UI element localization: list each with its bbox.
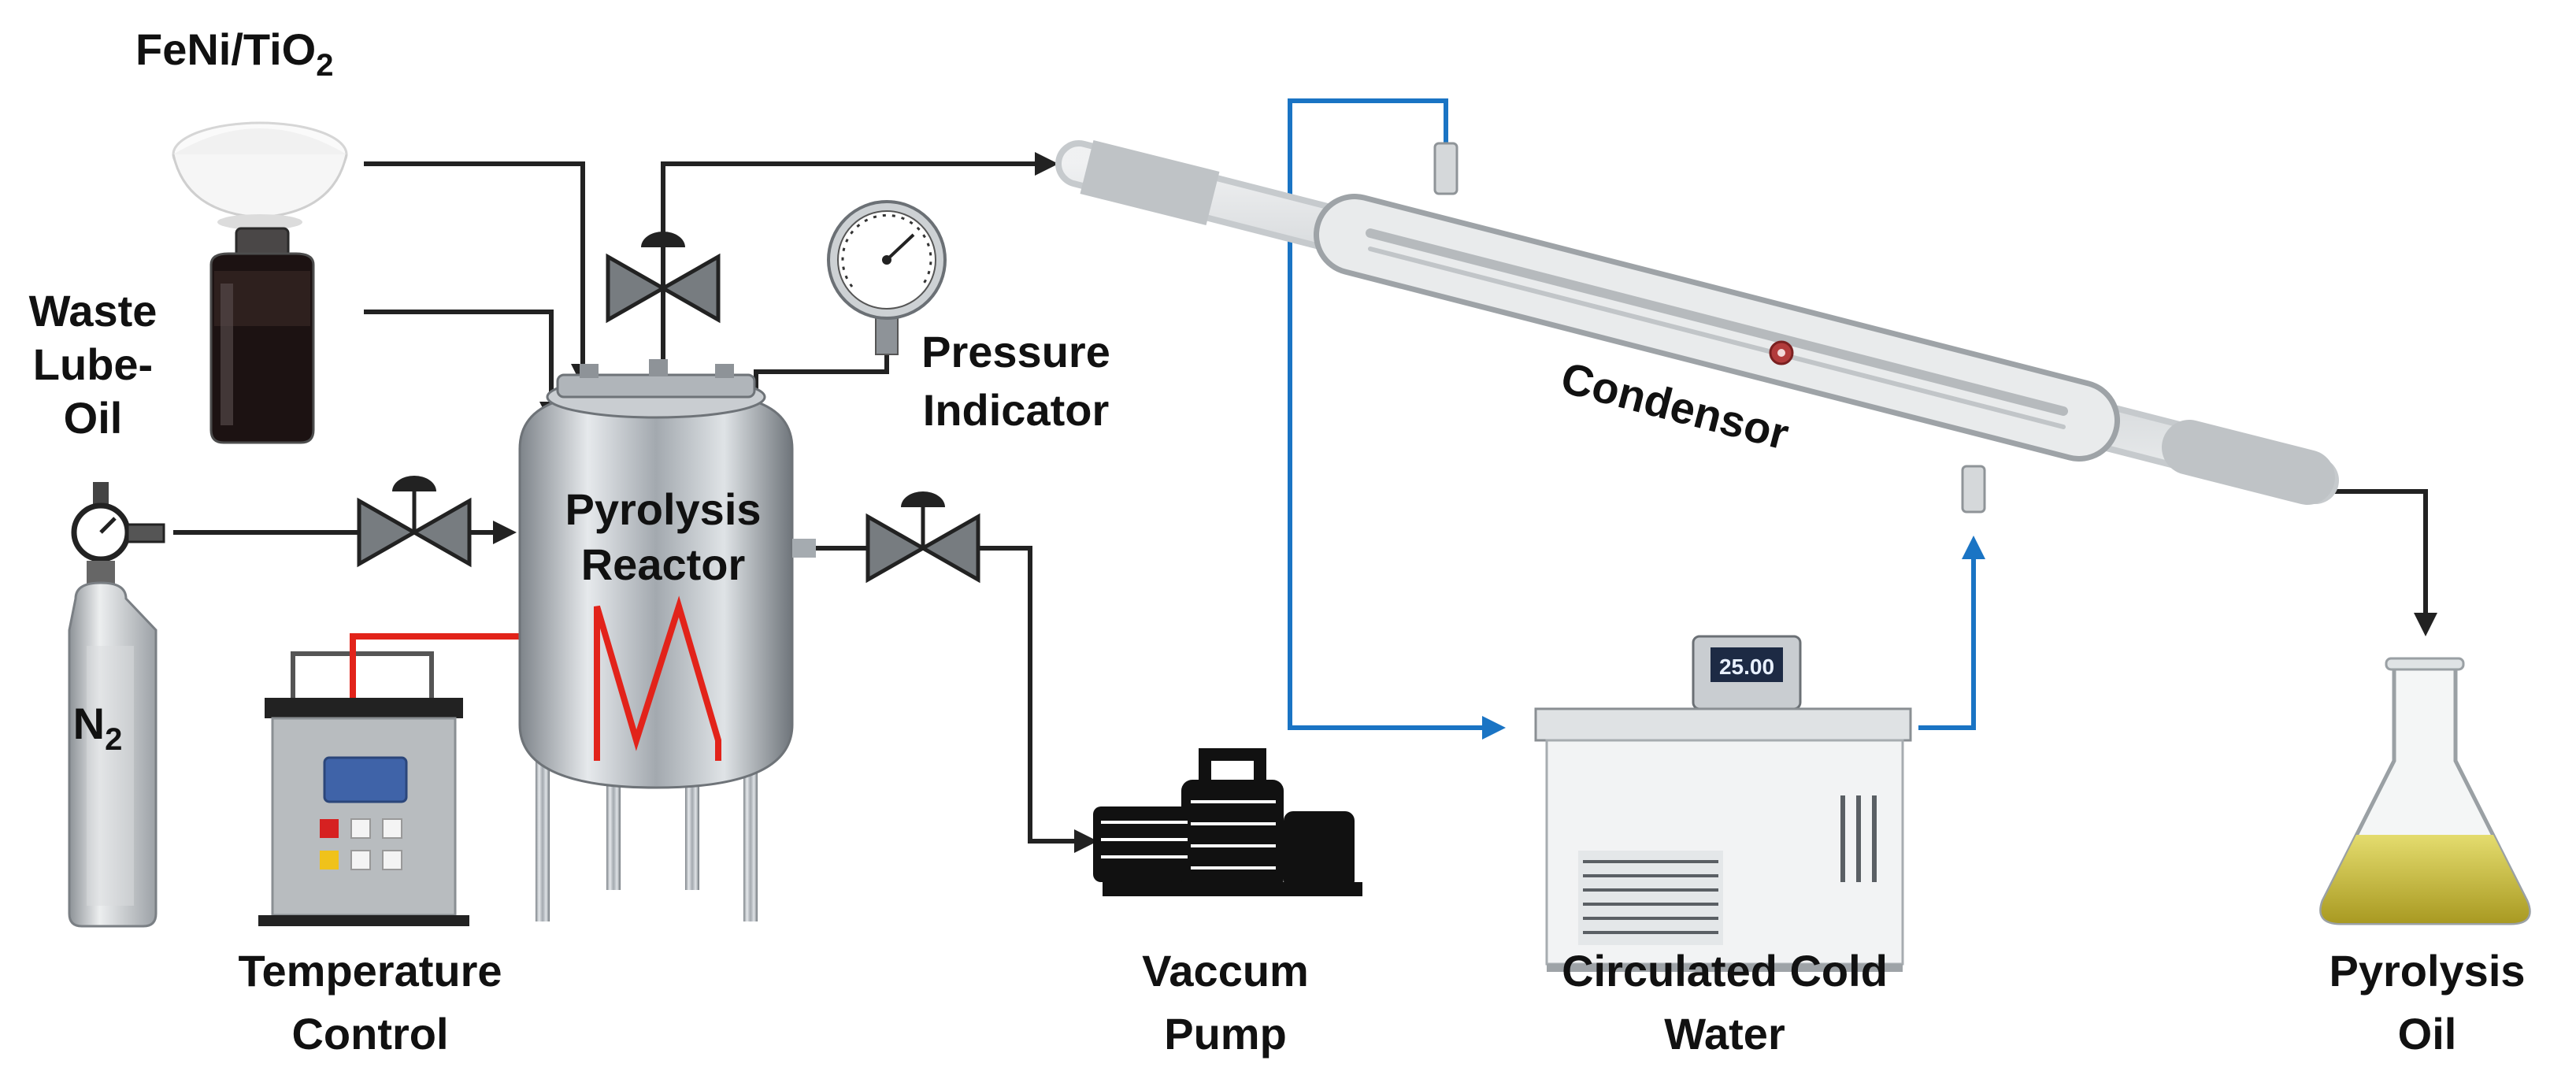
- oil-label-line1: Pyrolysis: [2329, 946, 2525, 996]
- pressure-label-line2: Indicator: [923, 385, 1109, 435]
- waste-oil-bottle: [209, 227, 315, 444]
- process-lines: [173, 152, 2437, 853]
- valve-vapour: [606, 232, 721, 324]
- water-label-line2: Water: [1664, 1009, 1785, 1059]
- valve-vacuum: [865, 491, 980, 584]
- waste-oil-label-line3: Oil: [64, 393, 123, 443]
- heater-coil-front: [594, 595, 721, 761]
- waste-oil-label-line1: Waste: [29, 286, 158, 336]
- pressure-label-line1: Pressure: [921, 327, 1110, 376]
- catalyst-bowl: [172, 121, 348, 230]
- catalyst-feed-line: [364, 161, 595, 387]
- heater-wire: [350, 633, 597, 698]
- water-supply-line: [1918, 536, 1985, 730]
- pyrolysis-reactor: [518, 359, 816, 921]
- vacuum-label-line2: Pump: [1164, 1009, 1287, 1059]
- vacuum-pump: [1093, 748, 1362, 896]
- oil-outlet-line: [2325, 489, 2437, 636]
- water-label-line1: Circulated Cold: [1562, 946, 1888, 996]
- water-return-line: [1288, 98, 1506, 740]
- reactor-label-line2: Reactor: [581, 540, 746, 589]
- pressure-gauge: [827, 200, 947, 355]
- water-chiller: 25.00: [1534, 635, 1912, 972]
- catalyst-label: FeNi/TiO2: [135, 24, 333, 83]
- oil-label-line2: Oil: [2398, 1009, 2457, 1059]
- vapour-outlet-line: [661, 152, 1058, 383]
- nitrogen-cylinder: [68, 482, 165, 928]
- nitrogen-label: N2: [73, 699, 123, 757]
- temperature-label-line1: Temperature: [238, 946, 502, 996]
- chiller-display: 25.00: [1719, 654, 1774, 679]
- vacuum-label-line1: Vaccum: [1142, 946, 1309, 996]
- pressure-tap-line: [754, 353, 889, 421]
- cooling-water-lines: [1288, 98, 1985, 740]
- temperature-label-line2: Control: [291, 1009, 448, 1059]
- reactor-label-line1: Pyrolysis: [565, 484, 761, 534]
- oil-flask: [2319, 657, 2531, 925]
- waste-oil-feed-line: [364, 310, 563, 425]
- waste-oil-label-line2: Lube-: [33, 339, 153, 389]
- temperature-controller: [258, 651, 469, 926]
- condensor: [1055, 140, 2339, 514]
- valve-nitrogen: [357, 476, 472, 568]
- vacuum-line: [811, 546, 1098, 853]
